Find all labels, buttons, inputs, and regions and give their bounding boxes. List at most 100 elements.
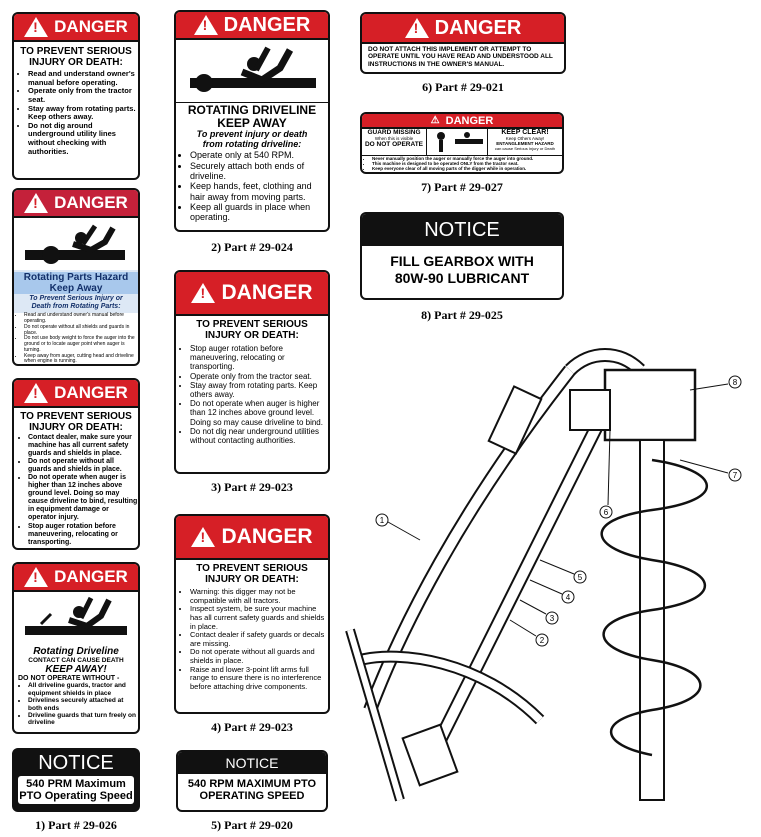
svg-text:7: 7 <box>733 471 738 480</box>
decal-b-subtitle: To Prevent Serious Injury or Death from … <box>29 295 123 310</box>
svg-text:5: 5 <box>578 573 583 582</box>
decal-d-header-text: DANGER <box>54 567 128 586</box>
caption-4: 4) Part # 29-023 <box>211 720 293 734</box>
list-item: Stay away from rotating parts. Keep othe… <box>190 381 328 399</box>
warning-triangle-icon <box>191 527 216 547</box>
decal-8-line-1: FILL GEARBOX WITH <box>390 253 534 269</box>
callout-6: 6 <box>599 429 613 519</box>
decal-c-list: Contact dealer, make sure your machine h… <box>14 434 138 547</box>
list-item: Contact dealer, make sure your machine h… <box>28 434 138 458</box>
decal-c-header: DANGER <box>14 380 138 408</box>
driveline-entanglement-pictogram <box>190 46 316 92</box>
decal-2-subtitle: To prevent injury or death from rotating… <box>196 129 308 150</box>
decal-5-line-1: 540 RPM MAXIMUM PTO <box>187 778 317 790</box>
list-item: Stop auger rotation before maneuvering, … <box>28 523 138 547</box>
callout-3: 3 <box>519 599 559 625</box>
decal-b-header-text: DANGER <box>54 193 128 212</box>
list-item: Do not use body weight to force the auge… <box>24 335 138 353</box>
caption-7: 7) Part # 29-027 <box>421 180 503 194</box>
list-item: Operate only from the tractor seat. <box>28 86 138 104</box>
decal-a-list: Read and understand owner's manual befor… <box>14 69 138 156</box>
callout-4: 4 <box>529 579 575 604</box>
list-item: Do not dig near underground utilities wi… <box>190 427 328 445</box>
list-item: This machine is designed to be operated … <box>372 161 562 166</box>
post-hole-digger-diagram: 1 2 3 4 5 6 7 8 <box>345 348 742 802</box>
caption-1: 1) Part # 29-026 <box>35 818 117 832</box>
list-item: Read and understand owner's manual befor… <box>28 69 138 87</box>
decal-1-header: NOTICE <box>38 752 114 774</box>
decal-7-right-sub-3: can cause Serious Injury or Death <box>494 146 556 151</box>
warning-triangle-icon <box>191 283 216 303</box>
warning-triangle-icon <box>24 383 49 403</box>
decal-6: DANGER DO NOT ATTACH THIS IMPLEMENT OR A… <box>360 12 566 74</box>
decal-7-right-sub-1: Keep Others Away! <box>505 136 545 141</box>
svg-text:3: 3 <box>550 614 555 623</box>
list-item: All driveline guards, tractor and equipm… <box>28 682 138 697</box>
decal-4-list: Warning: this digger may not be compatib… <box>176 587 328 692</box>
decal-a: DANGER TO PREVENT SERIOUS INJURY OR DEAT… <box>12 12 140 180</box>
callout-7: 7 <box>679 459 742 482</box>
decal-6-header: DANGER <box>362 14 564 44</box>
callout-5: 5 <box>539 559 587 584</box>
list-item: Warning: this digger may not be compatib… <box>190 587 328 605</box>
decal-1: NOTICE 540 PRM Maximum PTO Operating Spe… <box>12 748 140 812</box>
list-item: Contact dealer if safety guards or decal… <box>190 630 328 648</box>
list-item: Drivelines securely attached at both end… <box>28 697 138 712</box>
caption-8: 8) Part # 29-025 <box>421 308 503 322</box>
decal-a-title: TO PREVENT SERIOUS INJURY OR DEATH: <box>20 46 132 68</box>
list-item: Inspect system, be sure your machine has… <box>190 604 328 631</box>
warning-triangle-icon <box>404 18 429 38</box>
warning-triangle-icon <box>24 193 49 213</box>
decal-1-line-1: 540 PRM Maximum <box>26 778 126 790</box>
decal-7: ⚠ DANGER GUARD MISSING When this is visi… <box>360 112 564 174</box>
decal-7-list: Never manually position the auger or man… <box>362 156 562 172</box>
list-item: Do not operate when auger is higher than… <box>190 399 328 427</box>
decal-7-right-sub-2: ENTANGLEMENT HAZARD <box>496 141 554 146</box>
decal-3-header: DANGER <box>176 272 328 316</box>
list-item: Operate only from the tractor seat. <box>190 372 328 381</box>
driveline-pictogram <box>25 596 127 635</box>
list-item: Securely attach both ends of driveline. <box>190 161 328 182</box>
decal-b-title-2: Keep Away <box>14 283 138 294</box>
list-item: Keep all guards in place when operating. <box>190 202 328 223</box>
decal-d: DANGER Rotating Driveline CONTACT CAN CA… <box>12 562 140 734</box>
decal-8: NOTICE FILL GEARBOX WITH 80W-90 LUBRICAN… <box>360 212 564 300</box>
decal-a-header: DANGER <box>14 14 138 42</box>
svg-text:4: 4 <box>566 593 571 602</box>
decal-3-header-text: DANGER <box>221 281 313 304</box>
decal-7-header-text: DANGER <box>445 114 494 127</box>
list-item: Operate only at 540 RPM. <box>190 150 328 160</box>
decal-8-line-2: 80W-90 LUBRICANT <box>394 270 530 287</box>
svg-text:6: 6 <box>604 508 609 517</box>
list-item: Do not operate when auger is higher than… <box>28 474 138 522</box>
decal-6-header-text: DANGER <box>434 16 522 39</box>
decal-5: NOTICE 540 RPM MAXIMUM PTO OPERATING SPE… <box>176 750 328 812</box>
decal-2-header-text: DANGER <box>223 13 311 36</box>
decal-2: DANGER ROTATING DRIVELINE KEEP AWAY To p… <box>174 10 330 232</box>
warning-triangle-icon <box>193 15 218 35</box>
list-item: Do not operate without all shields and g… <box>24 324 138 337</box>
guard-pictogram <box>437 132 483 152</box>
svg-text:1: 1 <box>380 516 385 525</box>
caption-3: 3) Part # 29-023 <box>211 480 293 494</box>
list-item: Raise and lower 3-point lift arms full r… <box>190 665 328 692</box>
decal-5-line-2: OPERATING SPEED <box>199 790 305 803</box>
decal-d-list: All driveline guards, tractor and equipm… <box>14 682 138 727</box>
list-item: Keep everyone clear of all moving parts … <box>372 166 562 171</box>
decal-4-title: TO PREVENT SERIOUS INJURY OR DEATH: <box>196 563 308 585</box>
decal-5-header: NOTICE <box>178 752 326 774</box>
list-item: Stop auger rotation before maneuvering, … <box>190 344 328 372</box>
decal-b: DANGER Rotating Parts Hazard Keep Away T… <box>12 188 140 366</box>
decal-4-header: DANGER <box>176 516 328 560</box>
list-item: Keep away from auger, cutting head and d… <box>24 353 138 364</box>
decal-3: DANGER TO PREVENT SERIOUS INJURY OR DEAT… <box>174 270 330 474</box>
decal-7-left-cta: DO NOT OPERATE <box>364 141 424 148</box>
callout-8: 8 <box>689 375 742 391</box>
decal-b-list: Read and understand owner's manual befor… <box>14 313 138 364</box>
list-item: Do not operate without all guards and sh… <box>28 458 138 474</box>
decal-2-title-2: KEEP AWAY <box>217 116 287 131</box>
decal-3-title: TO PREVENT SERIOUS INJURY OR DEATH: <box>196 319 308 341</box>
decal-7-left-sub: When this is visible <box>374 136 414 141</box>
decal-b-header: DANGER <box>14 190 138 218</box>
callout-2: 2 <box>509 619 549 647</box>
